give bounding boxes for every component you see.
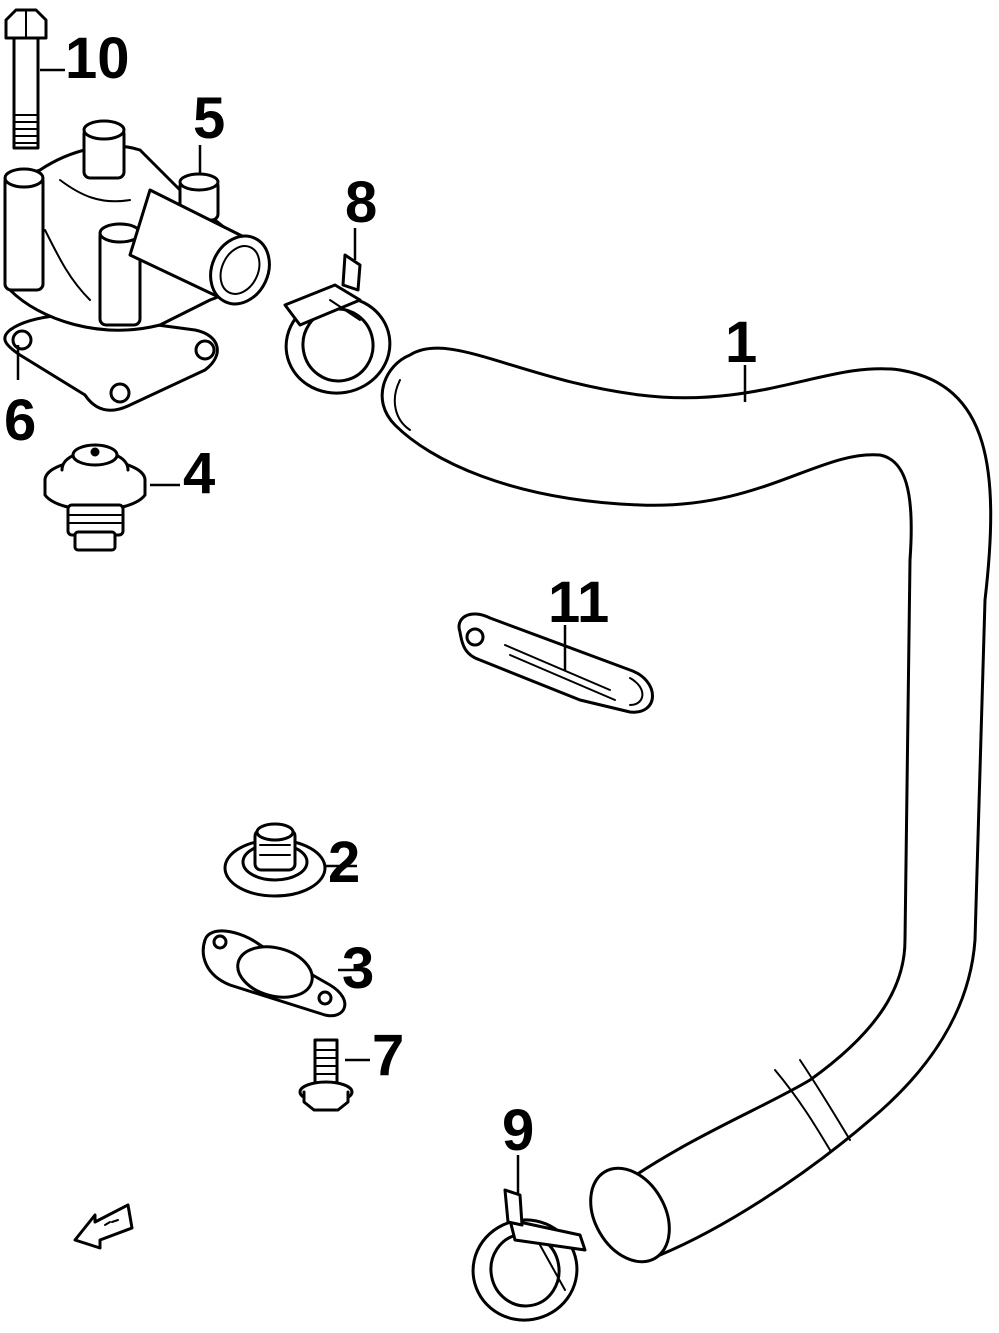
callout-4: 4 bbox=[183, 441, 215, 506]
bracket-part-11 bbox=[457, 612, 654, 714]
thermostat-part-4 bbox=[43, 443, 147, 552]
callout-1: 1 bbox=[725, 310, 757, 375]
gasket-part-3 bbox=[201, 929, 347, 1018]
callout-9: 9 bbox=[502, 1098, 534, 1163]
hose-clamp-part-9 bbox=[471, 1188, 587, 1322]
callout-2: 2 bbox=[328, 830, 360, 895]
hose-part-1 bbox=[380, 346, 993, 1264]
thermostat-housing-part-5 bbox=[3, 119, 271, 412]
leader-lines bbox=[16, 68, 747, 1195]
fwd-arrow-icon bbox=[73, 1203, 134, 1250]
callout-5: 5 bbox=[193, 86, 225, 151]
hose-clamp-part-8 bbox=[283, 253, 392, 395]
callout-11: 11 bbox=[548, 570, 609, 635]
bolt-part-7 bbox=[298, 1038, 354, 1112]
callout-3: 3 bbox=[342, 936, 374, 1001]
callout-7: 7 bbox=[372, 1023, 404, 1088]
callout-labels: 1 2 3 4 5 6 7 8 9 10 11 bbox=[4, 26, 757, 1163]
cap-part-2 bbox=[223, 822, 327, 898]
callout-10: 10 bbox=[65, 26, 130, 91]
bolt-part-10 bbox=[4, 8, 48, 150]
callout-8: 8 bbox=[345, 170, 377, 235]
callout-6: 6 bbox=[4, 388, 36, 453]
